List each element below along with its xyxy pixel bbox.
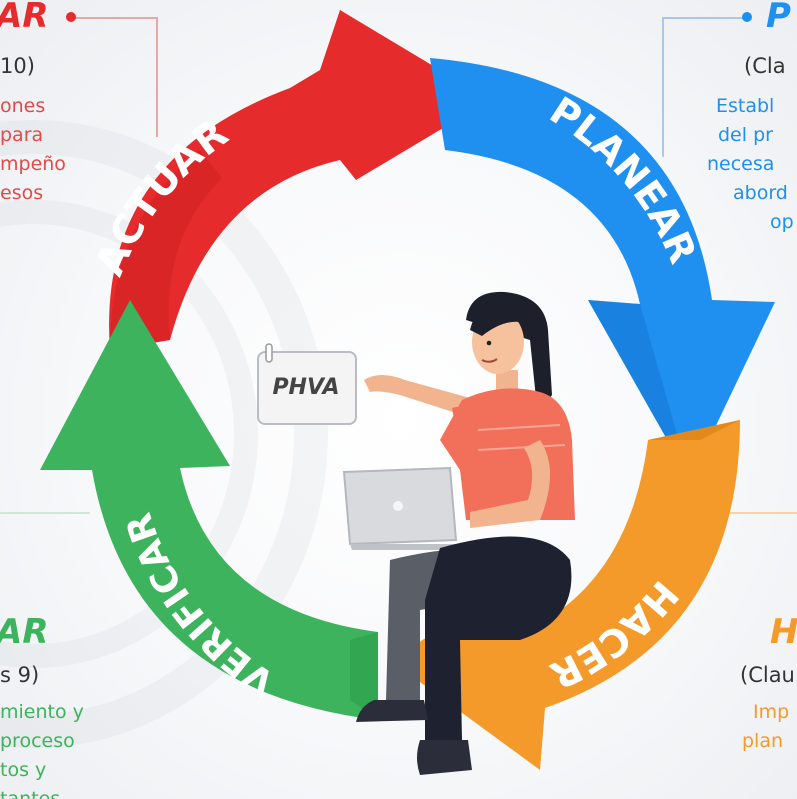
hacer-line-1: Imp bbox=[753, 701, 790, 723]
laptop-logo-icon bbox=[393, 501, 403, 511]
connector-line bbox=[664, 17, 746, 19]
phva-card-label: PHVA bbox=[272, 375, 339, 400]
actuar-title: AR bbox=[0, 0, 49, 36]
verificar-title: AR bbox=[0, 612, 49, 652]
connector-dot bbox=[742, 12, 752, 22]
hacer-title: H bbox=[770, 612, 797, 652]
planear-line-2: del pr bbox=[718, 124, 773, 146]
planear-line-3: necesa bbox=[707, 153, 775, 175]
verificar-line-4: tantes bbox=[0, 788, 61, 799]
planear-line-5: op bbox=[770, 211, 794, 233]
connector-line bbox=[72, 17, 158, 19]
verificar-line-1: miento y bbox=[0, 701, 84, 723]
connector-line bbox=[728, 512, 797, 514]
planear-clause: (Cla bbox=[744, 54, 786, 78]
connector-dot bbox=[66, 12, 76, 22]
planear-line-1: Establ bbox=[716, 95, 775, 117]
actuar-line-1: ones bbox=[0, 95, 46, 117]
verificar-line-2: proceso bbox=[0, 730, 75, 752]
connector-line bbox=[156, 17, 158, 137]
planear-title: P bbox=[766, 0, 791, 36]
actuar-line-2: para bbox=[0, 124, 44, 146]
woman-illustration bbox=[342, 291, 575, 775]
verificar-line-3: tos y bbox=[0, 759, 47, 781]
planear-line-4: abord bbox=[733, 182, 788, 204]
hacer-line-2: plan bbox=[742, 730, 784, 752]
actuar-line-4: esos bbox=[0, 182, 44, 204]
actuar-clause: 10) bbox=[0, 54, 35, 78]
paperclip-icon bbox=[265, 343, 273, 363]
actuar-line-3: mpeño bbox=[0, 153, 66, 175]
phva-card: PHVA bbox=[257, 343, 357, 425]
connector-line bbox=[662, 17, 664, 157]
actuar-arrow: ACTUAR bbox=[87, 10, 491, 350]
verificar-clause: s 9) bbox=[0, 663, 40, 687]
hacer-clause: (Clau bbox=[740, 663, 795, 687]
connector-line bbox=[0, 512, 90, 514]
